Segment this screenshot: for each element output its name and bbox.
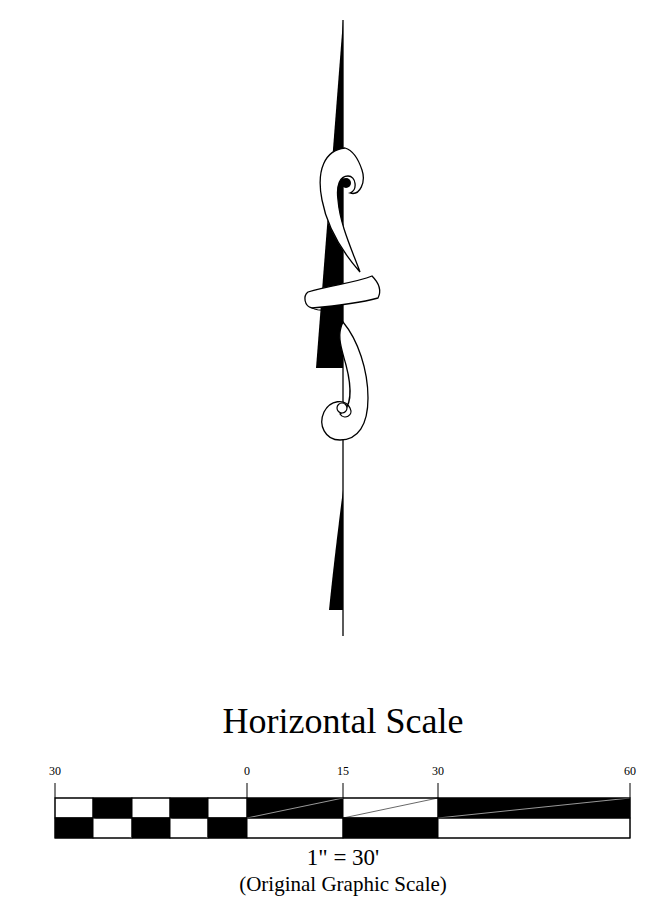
scale-number: 15 [337, 765, 349, 777]
scale-note: (Original Graphic Scale) [239, 874, 447, 895]
ribbon-fold [312, 306, 336, 310]
scale-number: 30 [432, 765, 444, 777]
scale-number: 30 [49, 765, 61, 777]
scroll-curl [337, 403, 347, 413]
scroll-ornament [322, 322, 368, 440]
south-spike [329, 490, 343, 610]
scroll-ornament [320, 148, 363, 272]
graphic-scale-bar [55, 783, 630, 838]
scale-number: 0 [244, 765, 250, 777]
scale-number: 60 [624, 765, 636, 777]
scale-title: Horizontal Scale [223, 703, 464, 739]
ribbon-ornament [305, 276, 380, 308]
scroll-curl [341, 178, 351, 188]
scale-ratio: 1" = 30' [307, 846, 380, 869]
